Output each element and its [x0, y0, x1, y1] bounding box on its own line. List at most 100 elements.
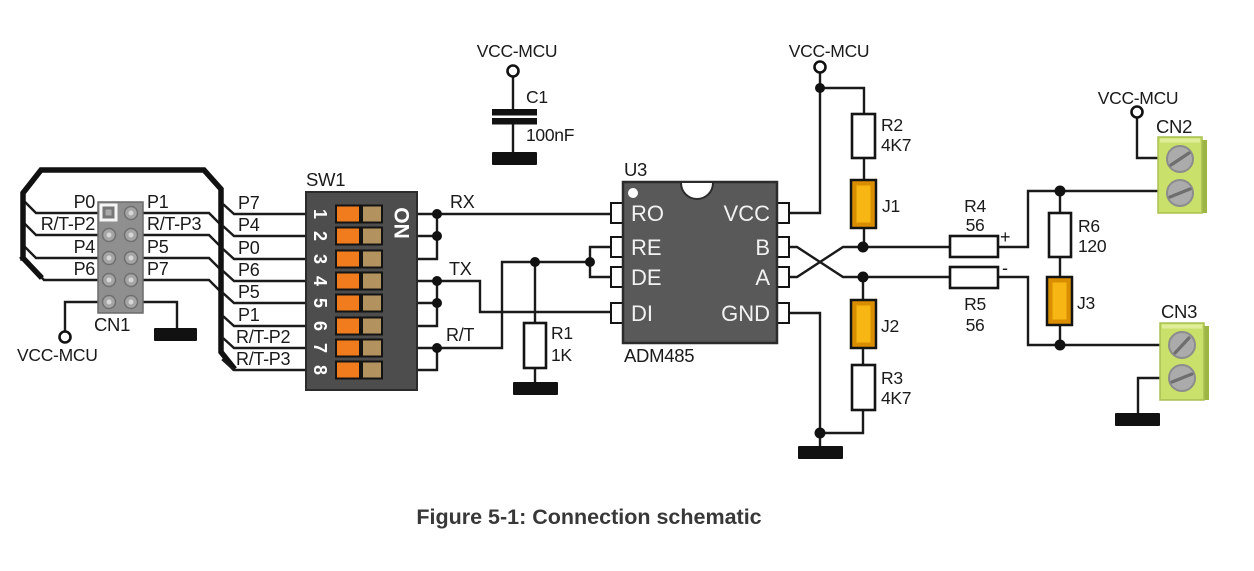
sw1-switch-off[interactable]: [361, 271, 383, 291]
sw1-switch-off[interactable]: [361, 360, 383, 380]
vcc-label: VCC-MCU: [789, 41, 870, 61]
u3-pin1-dot: [628, 188, 638, 198]
resistors: R1 1K R2 4K7 R3 4K7 R4 56 R5 56 R6 120: [522, 112, 1107, 412]
vcc-terminal: [506, 64, 520, 78]
sw1-dip-switch: SW1 1 2 3 4 5 6 7 8 O: [305, 169, 418, 391]
sw1-switch-on[interactable]: [335, 293, 361, 313]
cn2-screw-slot: [1168, 187, 1192, 199]
u3-stub-b: [776, 236, 790, 258]
sw1-switch-off[interactable]: [361, 226, 383, 246]
resistor-r4: [948, 234, 1000, 259]
sw1-number: 4: [310, 276, 330, 286]
power-terminals: VCC-MCU VCC-MCU VCC-MCU VCC-MCU: [17, 41, 1179, 365]
sw1-switch-off[interactable]: [361, 293, 383, 313]
wire-cn1-gnd: [141, 300, 179, 330]
gnd-symbol: [492, 152, 537, 165]
plus-label: +: [1000, 227, 1010, 247]
junction-dot: [432, 343, 442, 353]
sw1-ref: SW1: [306, 169, 345, 190]
u3-stub-gnd: [776, 302, 790, 324]
sw1-number: 7: [310, 343, 330, 353]
u3-pin-b: B: [755, 235, 770, 260]
r4-ref: R4: [964, 196, 986, 216]
r5-ref: R5: [964, 294, 986, 314]
u3-stub-vcc: [776, 202, 790, 224]
cn1-right-label: P5: [147, 237, 169, 257]
u3-pin-ro: RO: [631, 201, 664, 226]
sw1-number: 2: [310, 231, 330, 241]
sw1-switch-off[interactable]: [361, 338, 383, 358]
wire-tx: [435, 279, 613, 314]
wire-cn3-gnd: [1136, 376, 1162, 415]
vcc-label: VCC-MCU: [17, 345, 98, 365]
cn1-left-label: P4: [74, 237, 96, 257]
sw1-switch-on[interactable]: [335, 226, 361, 246]
u3-stub-di: [610, 302, 624, 324]
junction-dot: [857, 241, 869, 253]
cn1-right-label: R/T-P3: [147, 214, 202, 234]
sw1-switch-off[interactable]: [361, 204, 383, 224]
c1-plate: [492, 118, 537, 125]
junction-dot: [585, 257, 595, 267]
sw1-switch-off[interactable]: [361, 316, 383, 336]
c1-plate: [492, 109, 537, 116]
resistor-r5: [948, 265, 1000, 290]
sw1-switch-on[interactable]: [335, 316, 361, 336]
cn1-pin-center: [128, 277, 134, 283]
tx-label: TX: [449, 259, 472, 279]
u3-part: ADM485: [624, 345, 694, 366]
junction-dot: [1054, 339, 1066, 351]
u3-notch: [680, 182, 714, 200]
sw1-switch-on[interactable]: [335, 204, 361, 224]
u3-pin-de: DE: [631, 265, 662, 290]
r5-value: 56: [966, 315, 985, 335]
u3-pin-vcc: VCC: [724, 201, 771, 226]
junction-dot: [1054, 185, 1066, 197]
bus-label: P6: [238, 260, 260, 280]
jumper-j1-inner: [856, 185, 871, 223]
r6-ref: R6: [1078, 216, 1100, 236]
sw1-on-label: ON: [390, 207, 413, 239]
gnd-symbol: [1115, 413, 1160, 426]
bus-label: P1: [238, 305, 260, 325]
vcc-terminal: [1130, 105, 1144, 119]
sw1-switch-off[interactable]: [361, 249, 383, 269]
wires: [19, 71, 1162, 448]
cn2-screw-slot: [1169, 151, 1191, 167]
rx-label: RX: [450, 192, 475, 212]
sw1-switch-on[interactable]: [335, 249, 361, 269]
r2-value: 4K7: [881, 135, 911, 155]
r1-ref: R1: [551, 323, 573, 343]
bus-label: P4: [238, 215, 260, 235]
vcc-terminal: [58, 330, 72, 344]
wire-rt: [435, 260, 592, 350]
j3-ref: J3: [1077, 293, 1095, 313]
wire-cn1-right-rows: [141, 211, 221, 292]
wire-cn1-left-rows: [21, 198, 100, 282]
cn2-highlight: [1160, 138, 1200, 143]
cn1-left-label: P6: [74, 259, 96, 279]
u3-pin-gnd: GND: [721, 301, 770, 326]
jumpers: J1 J2 J3: [849, 178, 1095, 350]
minus-label: -: [1002, 258, 1008, 278]
sw1-switch-on[interactable]: [335, 271, 361, 291]
c1-value: 100nF: [526, 125, 574, 145]
sw1-number: 8: [310, 365, 330, 375]
resistor-r3: [850, 363, 877, 412]
vcc-label: VCC-MCU: [1098, 88, 1179, 108]
sw1-switch-on[interactable]: [335, 338, 361, 358]
sw1-number: 5: [310, 298, 330, 308]
r3-ref: R3: [881, 368, 903, 388]
sw1-switch-on[interactable]: [335, 360, 361, 380]
wire-rail-minus: [996, 275, 1162, 347]
signal-labels: RX TX R/T + -: [446, 192, 1011, 345]
bus-net-labels: P7 P4 P0 P6 P5 P1 R/T-P2 R/T-P3: [236, 193, 291, 369]
cn1-pin-center: [106, 232, 112, 238]
c1-ref: C1: [526, 87, 548, 107]
cn1-pin-labels: P0 R/T-P2 P4 P6 P1 R/T-P3 P5 P7: [41, 192, 202, 279]
junction-dot: [857, 271, 869, 283]
vcc-terminal: [813, 60, 827, 74]
resistor-r2: [850, 112, 877, 160]
